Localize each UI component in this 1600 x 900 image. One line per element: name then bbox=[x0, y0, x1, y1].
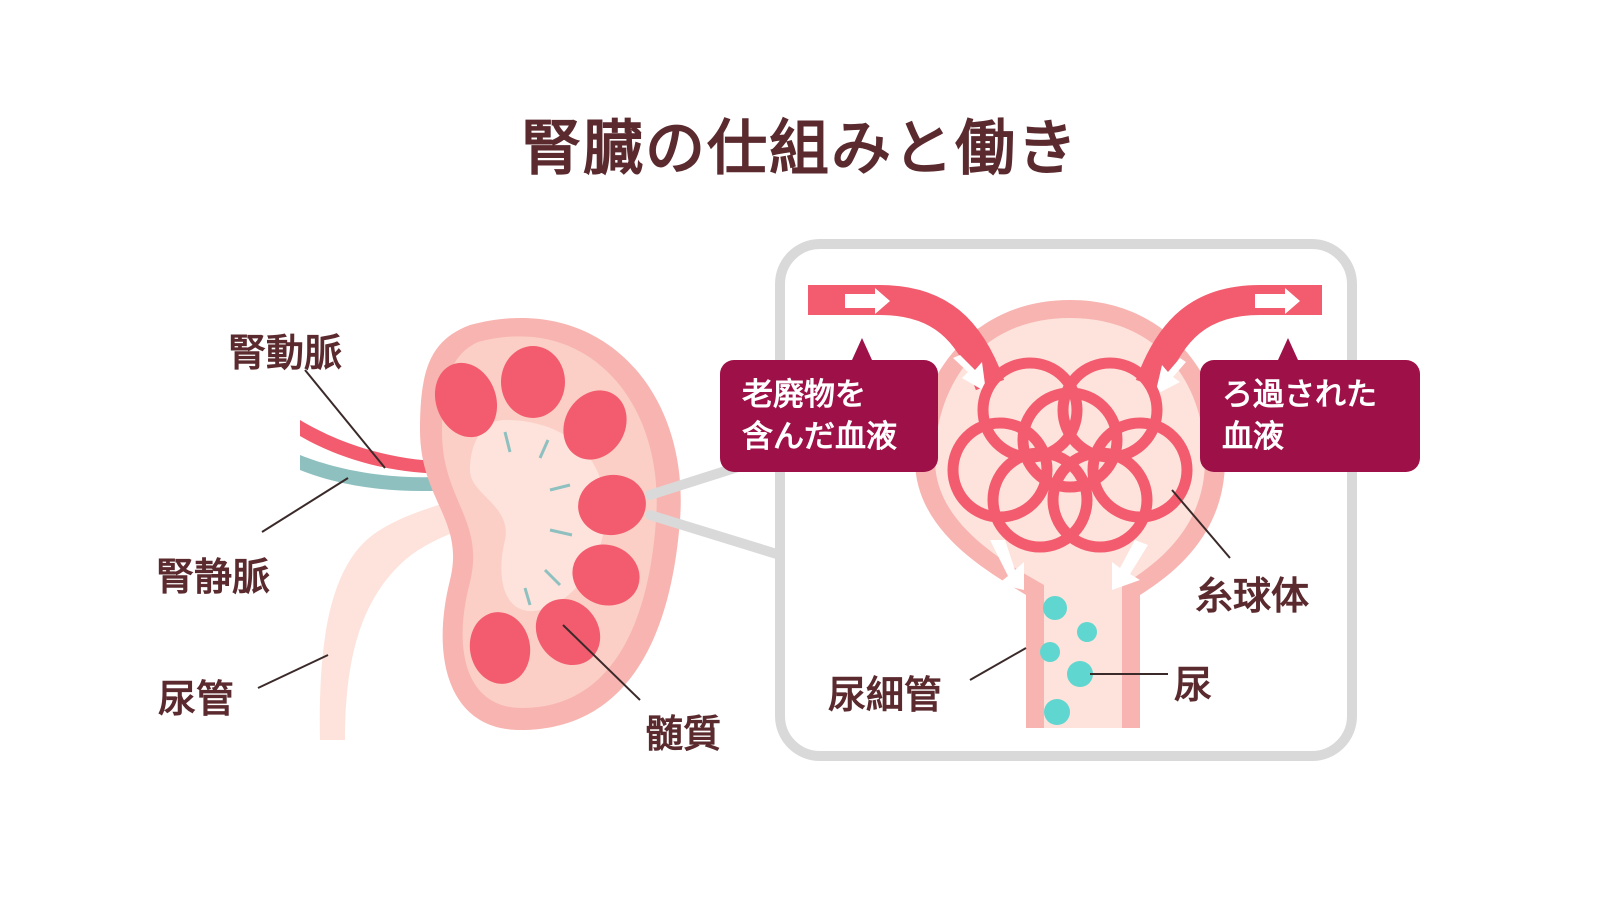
arrow-icon bbox=[845, 288, 890, 314]
urine-particles bbox=[1040, 596, 1097, 725]
label-glomerulus: 糸球体 bbox=[1195, 574, 1310, 618]
callout-incoming-line1: 老廃物を bbox=[742, 377, 866, 413]
pyramid bbox=[572, 544, 640, 606]
capillary-loop bbox=[1017, 387, 1123, 493]
callout-incoming-line2: 含んだ血液 bbox=[742, 419, 897, 455]
label-urine: 尿 bbox=[1174, 663, 1213, 707]
callout-outgoing-line1: ろ過された bbox=[1222, 377, 1377, 413]
leader-lines-right bbox=[969, 489, 1231, 681]
leader-lines-left bbox=[257, 369, 641, 701]
flow-arrows bbox=[845, 288, 1300, 395]
label-medulla: 髄質 bbox=[645, 712, 722, 756]
label-renal-tubule: 尿細管 bbox=[828, 673, 943, 717]
pyramid bbox=[563, 390, 627, 460]
label-ureter: 尿管 bbox=[158, 677, 235, 721]
urine-particle bbox=[1077, 622, 1097, 642]
filtrate-arrows bbox=[990, 540, 1148, 590]
arrow-icon bbox=[1255, 288, 1300, 314]
pyramid bbox=[578, 474, 646, 536]
label-renal-vein: 腎静脈 bbox=[156, 555, 271, 599]
page-title: 腎臓の仕組みと働き bbox=[521, 114, 1079, 184]
label-renal-artery: 腎動脈 bbox=[228, 331, 343, 375]
efferent-arteriole bbox=[1135, 285, 1322, 391]
arrow-icon bbox=[953, 355, 986, 392]
urine-particle bbox=[1040, 642, 1060, 662]
pyramid bbox=[501, 346, 565, 418]
callout-filtered-blood: ろ過された 血液 bbox=[1200, 360, 1420, 472]
glomerulus bbox=[947, 357, 1193, 553]
collecting-ducts bbox=[503, 431, 573, 606]
callout-outgoing-line2: 血液 bbox=[1222, 419, 1284, 455]
pyramid bbox=[434, 362, 498, 438]
callout-pointer-right bbox=[1278, 338, 1298, 360]
arrow-icon bbox=[1155, 358, 1186, 395]
renal-pelvis bbox=[470, 420, 606, 612]
urine-particle bbox=[1044, 699, 1070, 725]
callout-pointer-left bbox=[852, 338, 872, 360]
capillary-loop bbox=[987, 447, 1093, 553]
medulla-pyramids bbox=[434, 346, 646, 684]
arrow-icon bbox=[990, 540, 1024, 590]
callout-incoming-blood: 老廃物を 含んだ血液 bbox=[720, 360, 938, 472]
urine-particle bbox=[1043, 596, 1067, 620]
arrow-icon bbox=[1112, 540, 1148, 590]
pyramid bbox=[469, 612, 531, 684]
ureter bbox=[319, 480, 520, 740]
capillary-loop bbox=[1047, 447, 1153, 553]
urine-particle bbox=[1067, 661, 1093, 687]
pyramid bbox=[535, 598, 601, 666]
